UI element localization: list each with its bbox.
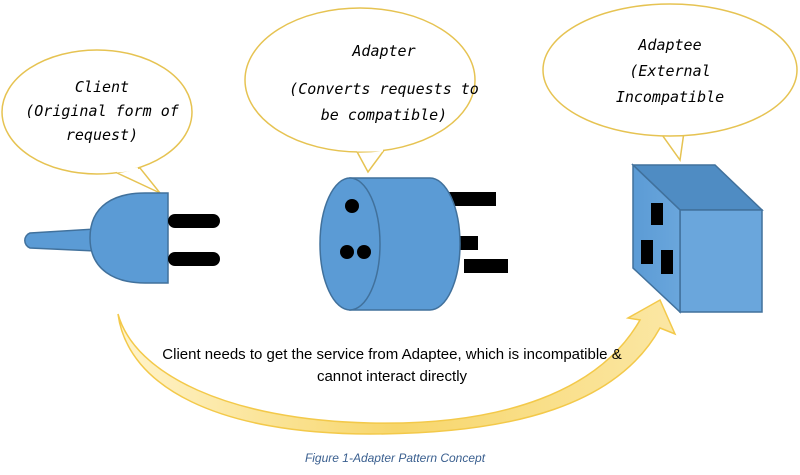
adaptee-speech-bubble: Adaptee (External Incompatible <box>542 3 798 162</box>
socket-slot <box>661 250 673 274</box>
adapter-icon <box>319 177 508 311</box>
socket-slot <box>651 203 663 225</box>
client-description-line2: request) <box>66 126 138 144</box>
socket-hole <box>357 245 371 259</box>
adapter-title: Adapter <box>351 42 415 60</box>
adaptee-description-line1: (External <box>629 62 710 80</box>
adapter-description-line1: (Converts requests to <box>289 80 479 98</box>
socket-hole <box>345 199 359 213</box>
socket-box-icon <box>631 163 764 314</box>
caption-line1: Client needs to get the service from Ada… <box>162 346 621 363</box>
adapter-description-line2: be compatible) <box>321 106 447 124</box>
socket-hole <box>340 245 354 259</box>
client-description-line1: (Original form of <box>25 102 179 120</box>
adapter-speech-bubble: Adapter (Converts requests to be compati… <box>244 7 479 174</box>
caption-line2: cannot interact directly <box>317 368 468 385</box>
client-title: Client <box>75 78 129 96</box>
figure-caption: Figure 1-Adapter Pattern Concept <box>305 451 486 465</box>
socket-slot <box>641 240 653 264</box>
adaptee-description-line2: Incompatible <box>616 88 724 106</box>
plug-icon <box>24 192 220 284</box>
client-speech-bubble: Client (Original form of request) <box>1 49 193 194</box>
adaptee-title: Adaptee <box>637 36 701 54</box>
curved-arrow <box>117 298 677 435</box>
